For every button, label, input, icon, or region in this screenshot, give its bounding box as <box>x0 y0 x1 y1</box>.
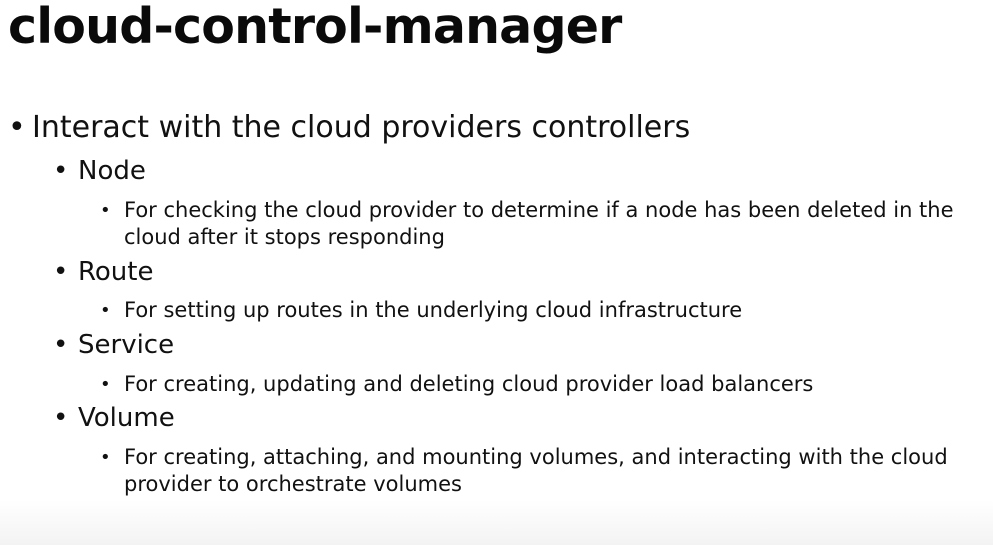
bullet-dot: • <box>100 447 111 468</box>
slide-title: cloud-control-manager <box>8 0 622 55</box>
controller-description-node: • For checking the cloud provider to det… <box>100 197 993 251</box>
controller-description-route: • For setting up routes in the underlyin… <box>100 297 993 324</box>
controller-description-volume: • For creating, attaching, and mounting … <box>100 444 993 498</box>
bullet-dot: • <box>100 374 111 395</box>
controller-item-route: • Route <box>53 257 153 287</box>
controller-item-service: • Service <box>53 330 174 360</box>
controller-description: For setting up routes in the underlying … <box>124 298 743 322</box>
controller-name: Service <box>78 330 175 360</box>
controller-description: For creating, attaching, and mounting vo… <box>124 445 948 496</box>
controller-description: For creating, updating and deleting clou… <box>124 372 814 396</box>
controller-name: Route <box>78 257 154 287</box>
bullet-dot: • <box>53 330 69 360</box>
controller-description: For checking the cloud provider to deter… <box>124 198 954 249</box>
controller-item-volume: • Volume <box>53 403 175 433</box>
bullet-dot: • <box>100 200 111 221</box>
controller-name: Node <box>78 156 146 186</box>
controller-item-node: • Node <box>53 156 146 186</box>
controller-description-service: • For creating, updating and deleting cl… <box>100 371 993 398</box>
main-bullet: • Interact with the cloud providers cont… <box>8 110 690 145</box>
bullet-dot: • <box>53 257 69 287</box>
bullet-dot: • <box>53 156 69 186</box>
controller-name: Volume <box>78 403 175 433</box>
bullet-dot: • <box>100 300 111 321</box>
bullet-dot: • <box>8 110 26 145</box>
bullet-dot: • <box>53 403 69 433</box>
main-point-text: Interact with the cloud providers contro… <box>32 110 691 145</box>
